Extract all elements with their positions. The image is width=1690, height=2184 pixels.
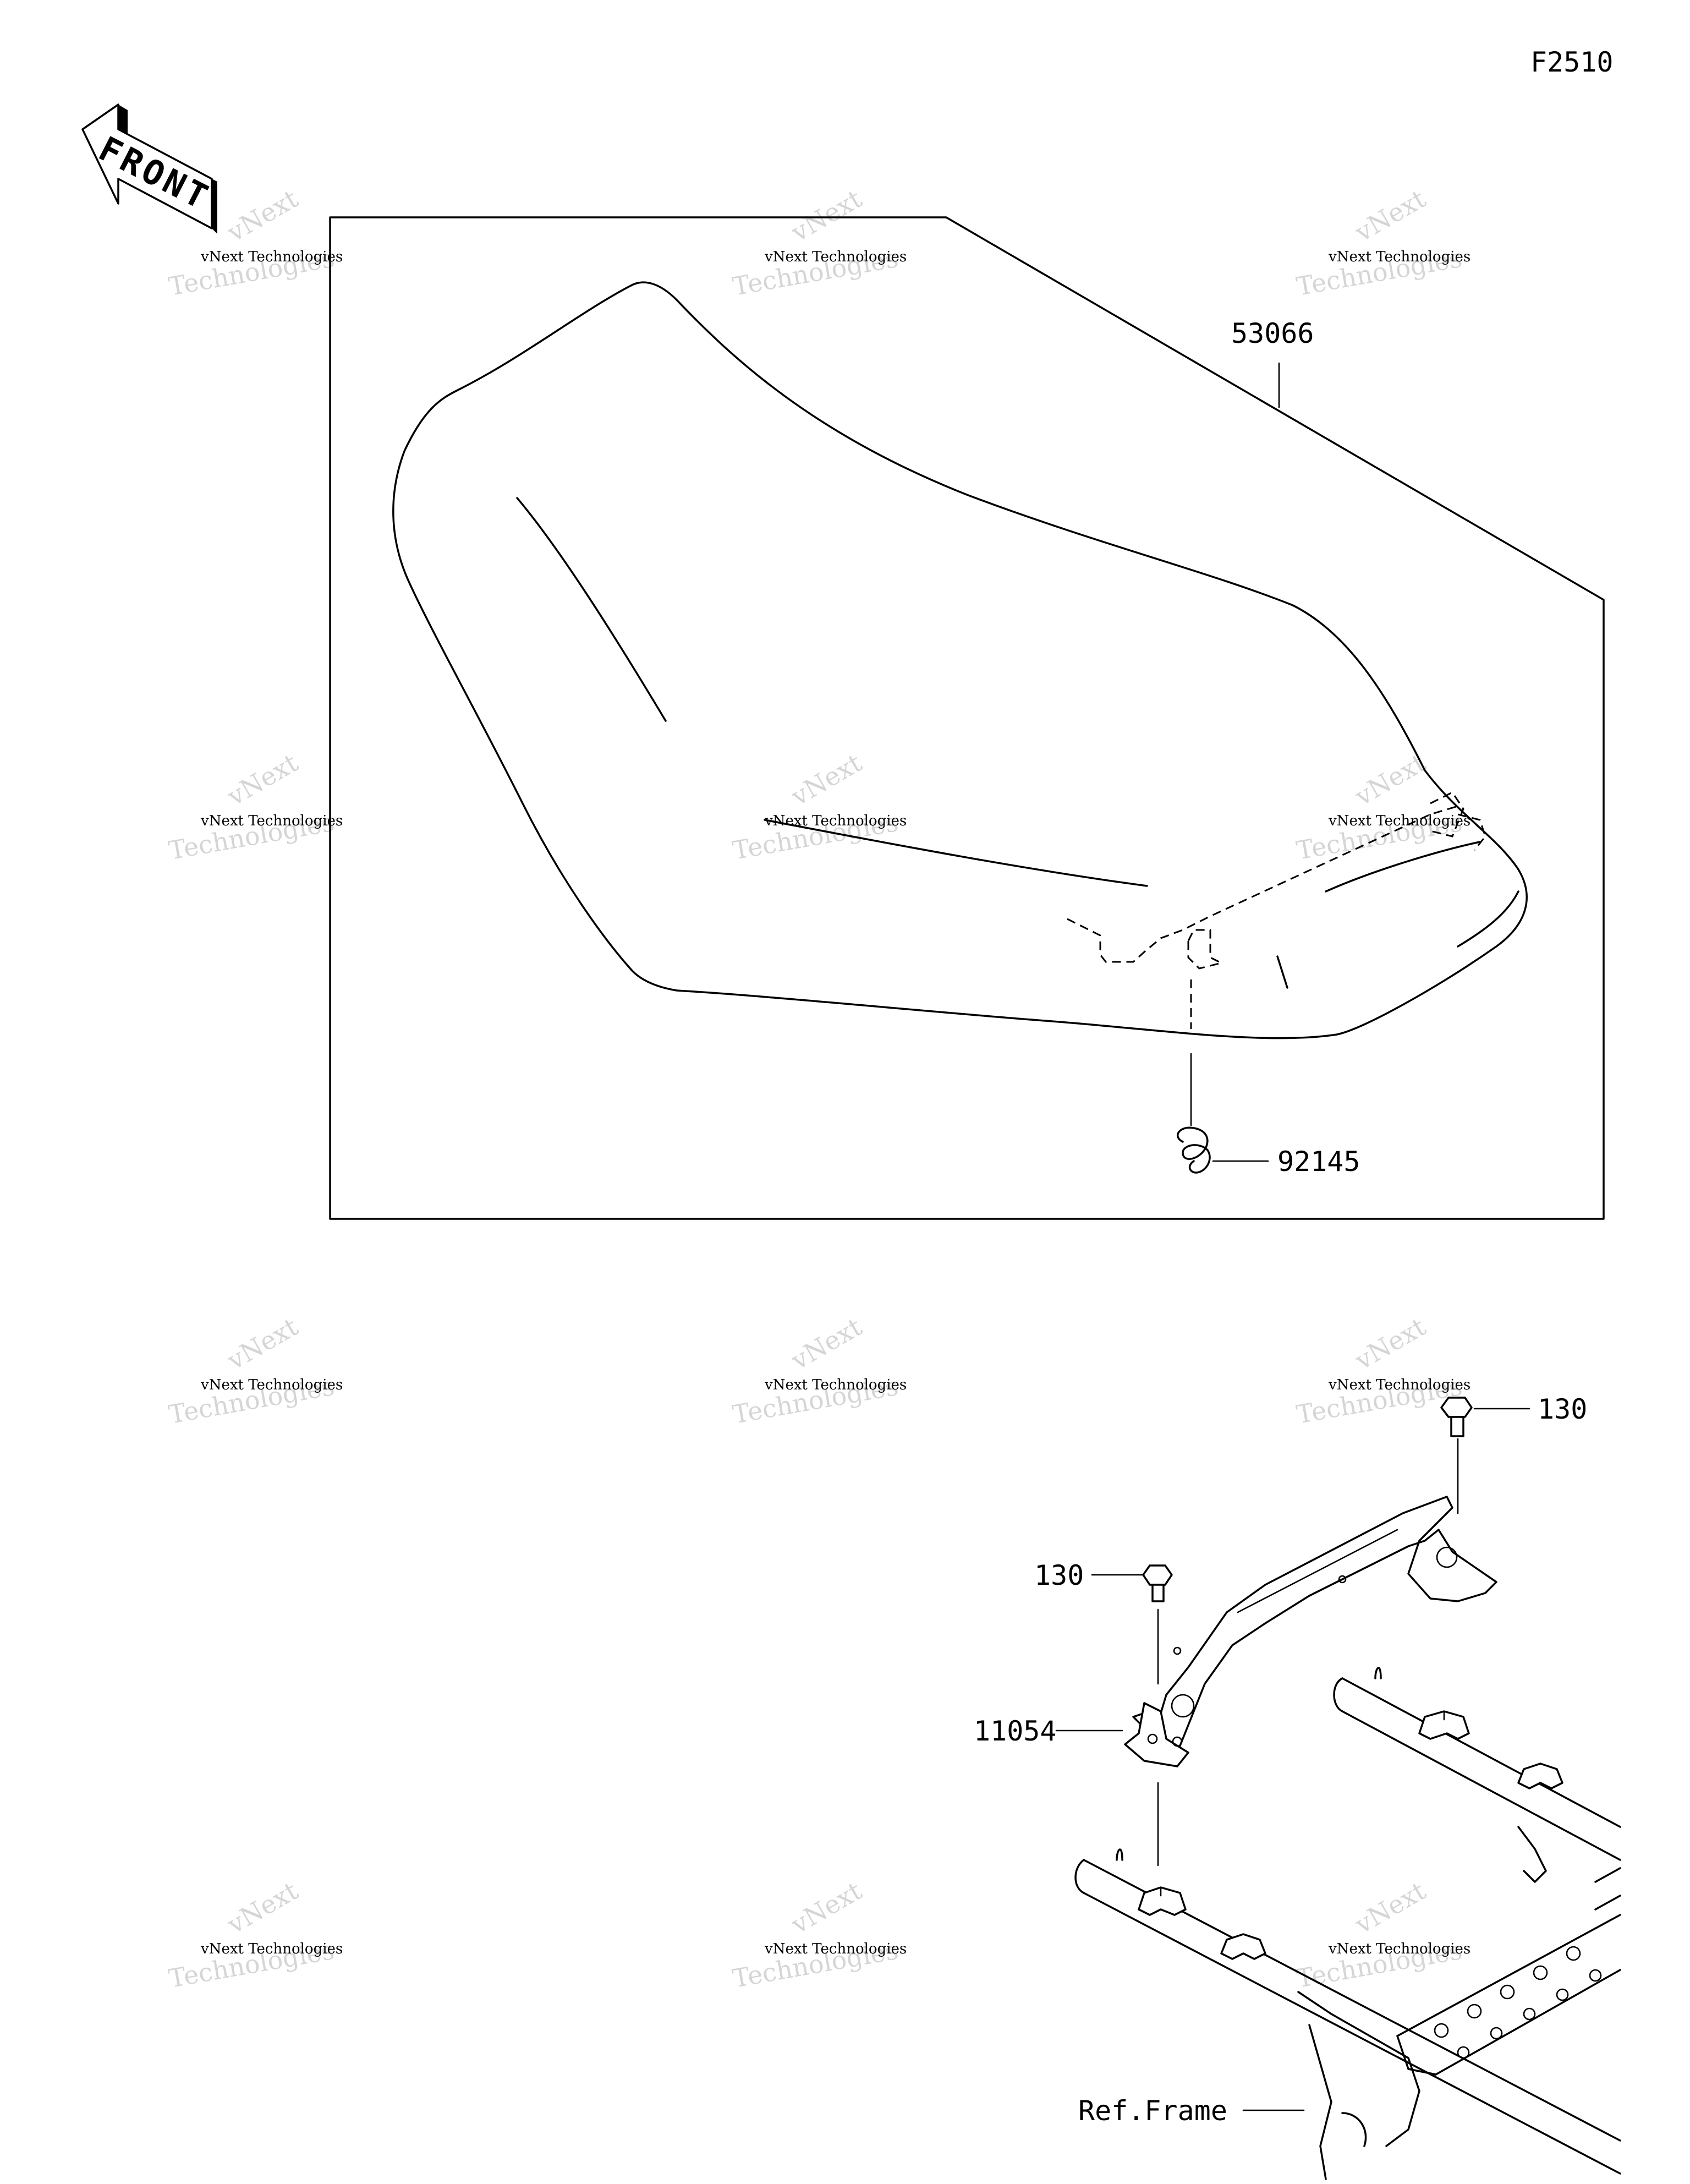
svg-text:vNext Technologies: vNext Technologies	[764, 1941, 907, 1957]
spring-icon	[1177, 1053, 1269, 1174]
svg-text:vNext: vNext	[786, 1876, 867, 1940]
front-label: FRONT	[92, 128, 217, 218]
svg-text:vNext: vNext	[786, 748, 867, 812]
frame-reference-label: Ref.Frame	[1078, 2095, 1227, 2127]
svg-text:vNext: vNext	[1349, 1876, 1431, 1940]
svg-text:vNext Technologies: vNext Technologies	[200, 1377, 343, 1393]
svg-text:vNext Technologies: vNext Technologies	[1328, 249, 1470, 265]
bolt-icon-left	[1091, 1564, 1173, 1685]
svg-text:vNext Technologies: vNext Technologies	[764, 1377, 907, 1393]
svg-text:vNext: vNext	[786, 184, 867, 248]
svg-text:vNext: vNext	[786, 1312, 867, 1376]
svg-text:vNext: vNext	[222, 1312, 303, 1376]
svg-text:vNext: vNext	[222, 184, 303, 248]
watermark: vNext vNext Technologies Technologies	[1294, 1876, 1471, 1994]
front-arrow-icon: FRONT	[81, 103, 217, 234]
watermark: vNext vNext Technologies Technologies	[731, 748, 907, 866]
part-number-bolt-right: 130	[1538, 1393, 1587, 1425]
svg-text:vNext Technologies: vNext Technologies	[200, 813, 343, 829]
svg-text:vNext Technologies: vNext Technologies	[200, 249, 343, 265]
bracket-drawing	[1055, 1496, 1497, 1866]
watermark: vNext vNext Technologies Technologies	[167, 1876, 343, 1994]
watermarks: vNext vNext Technologies Technologies vN…	[167, 184, 1471, 1994]
svg-text:vNext Technologies: vNext Technologies	[764, 249, 907, 265]
watermark: vNext vNext Technologies Technologies	[1294, 748, 1471, 866]
part-number-bolt-left: 130	[1034, 1559, 1084, 1591]
seat-assembly-box	[329, 216, 1605, 1220]
svg-text:vNext Technologies: vNext Technologies	[200, 1941, 343, 1957]
watermark: vNext vNext Technologies Technologies	[167, 748, 343, 866]
svg-text:vNext Technologies: vNext Technologies	[1328, 1941, 1470, 1957]
watermark: vNext vNext Technologies Technologies	[731, 1312, 907, 1430]
svg-text:vNext Technologies: vNext Technologies	[1328, 1377, 1470, 1393]
part-number-seat: 53066	[1231, 318, 1314, 349]
svg-text:vNext: vNext	[222, 748, 303, 812]
svg-text:vNext Technologies: vNext Technologies	[1328, 813, 1470, 829]
bolt-icon-right	[1440, 1397, 1530, 1514]
figure-code: F2510	[1530, 46, 1614, 78]
frame-drawing	[1074, 1667, 1621, 2180]
svg-text:vNext: vNext	[1349, 1312, 1431, 1376]
svg-text:vNext: vNext	[1349, 748, 1431, 812]
part-number-bracket: 11054	[974, 1715, 1057, 1747]
svg-text:vNext Technologies: vNext Technologies	[764, 813, 907, 829]
svg-text:vNext: vNext	[222, 1876, 303, 1940]
svg-text:vNext: vNext	[1349, 184, 1431, 248]
part-number-spring: 92145	[1277, 1146, 1360, 1178]
watermark: vNext vNext Technologies Technologies	[731, 184, 907, 302]
watermark: vNext vNext Technologies Technologies	[1294, 184, 1471, 302]
watermark: vNext vNext Technologies Technologies	[167, 1312, 343, 1430]
seat-drawing	[392, 281, 1528, 1039]
watermark: vNext vNext Technologies Technologies	[731, 1876, 907, 1994]
